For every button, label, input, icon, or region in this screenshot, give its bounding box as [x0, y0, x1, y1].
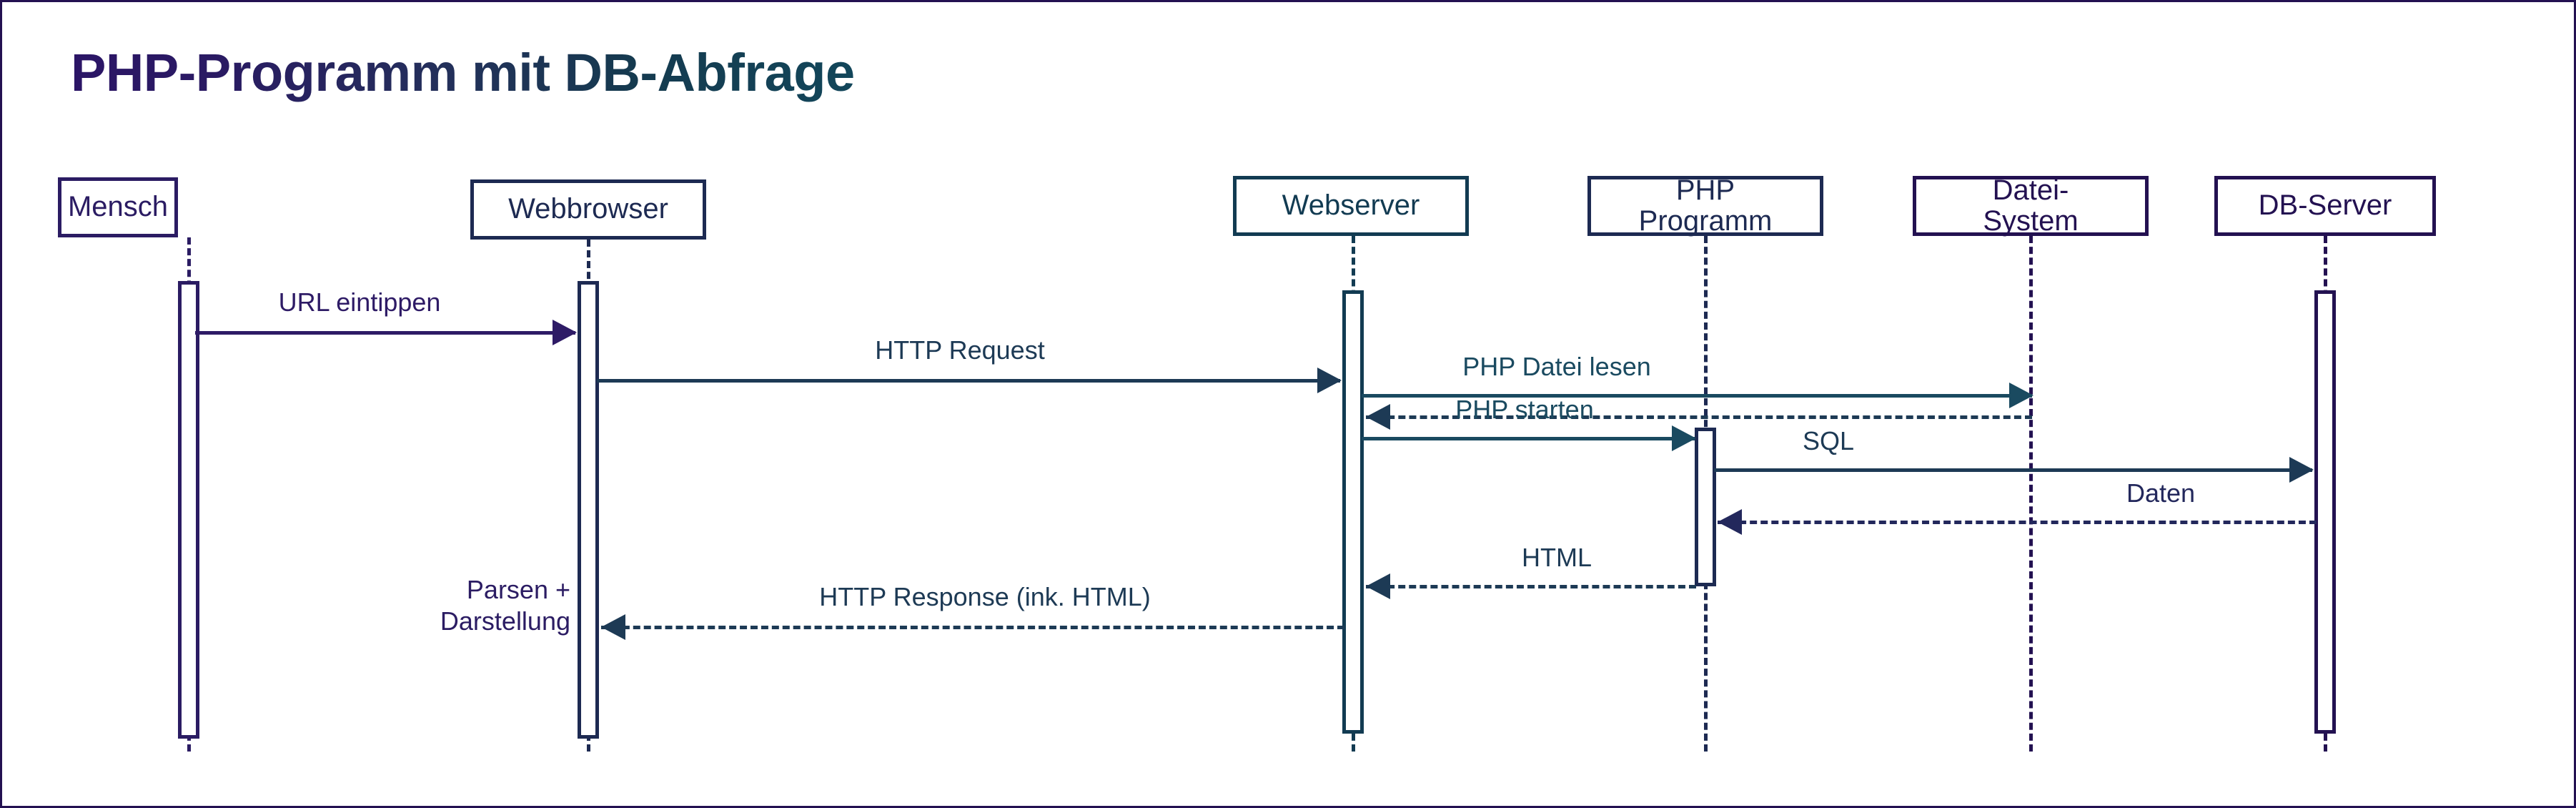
activation-bar-dbserver [2314, 290, 2336, 734]
page-title: PHP-Programm mit DB-Abfrage [71, 43, 855, 102]
message-line-php-datei-lesen[interactable] [1362, 394, 2032, 398]
message-label-http-request: HTTP Request [875, 335, 1045, 365]
message-line-html[interactable] [1366, 585, 1696, 588]
message-line-sql[interactable] [1714, 468, 2312, 472]
participant-label-dbserver: DB-Server [2258, 189, 2392, 222]
message-label-daten: Daten [2126, 478, 2196, 508]
message-line-datei-return[interactable] [1366, 415, 2032, 419]
arrowhead-right-sql [2289, 457, 2314, 483]
arrowhead-right-php-starten [1672, 425, 1696, 451]
participant-box-mensch[interactable]: Mensch [58, 177, 178, 237]
participant-label-mensch: Mensch [67, 191, 169, 223]
message-line-daten[interactable] [1718, 521, 2317, 524]
participant-box-dateisystem[interactable]: Datei- System [1913, 174, 2149, 237]
activation-bar-php [1695, 428, 1716, 586]
arrowhead-right-php-datei-lesen [2009, 383, 2033, 408]
message-line-http-response[interactable] [601, 626, 1344, 629]
arrowhead-left-html [1366, 573, 1390, 599]
note-parsen-darstellung: Parsen + Darstellung [440, 575, 570, 636]
arrowhead-left-daten [1718, 509, 1742, 535]
activation-bar-webserver [1342, 290, 1364, 734]
message-line-url-eintippen[interactable] [195, 331, 575, 335]
message-label-http-response: HTTP Response (ink. HTML) [819, 582, 1151, 611]
arrowhead-left-http-response [601, 614, 625, 640]
participant-box-dbserver[interactable]: DB-Server [2214, 176, 2436, 236]
participant-label-php: PHP Programm [1638, 174, 1773, 237]
arrowhead-right-http-request [1317, 368, 1342, 393]
message-label-sql: SQL [1802, 426, 1855, 455]
participant-label-dateisystem: Datei- System [1983, 174, 2079, 237]
activation-bar-mensch [178, 281, 199, 739]
message-label-url-eintippen: URL eintippen [278, 287, 441, 317]
participant-label-webbrowser: Webbrowser [508, 193, 668, 225]
participant-box-webserver[interactable]: Webserver [1233, 176, 1469, 236]
message-line-php-starten[interactable] [1362, 437, 1695, 440]
activation-bar-webbrowser [578, 281, 599, 739]
message-label-php-datei-lesen: PHP Datei lesen [1462, 352, 1651, 381]
message-line-http-request[interactable] [597, 379, 1340, 383]
arrowhead-right-url-eintippen [553, 320, 577, 345]
participant-label-webserver: Webserver [1282, 189, 1420, 222]
participant-box-php[interactable]: PHP Programm [1587, 174, 1823, 237]
arrowhead-left-datei-return [1366, 404, 1390, 430]
message-label-html: HTML [1522, 543, 1592, 572]
participant-box-webbrowser[interactable]: Webbrowser [470, 179, 706, 240]
lifeline-dateisystem [2029, 236, 2033, 752]
message-label-php-starten: PHP starten [1455, 395, 1594, 424]
